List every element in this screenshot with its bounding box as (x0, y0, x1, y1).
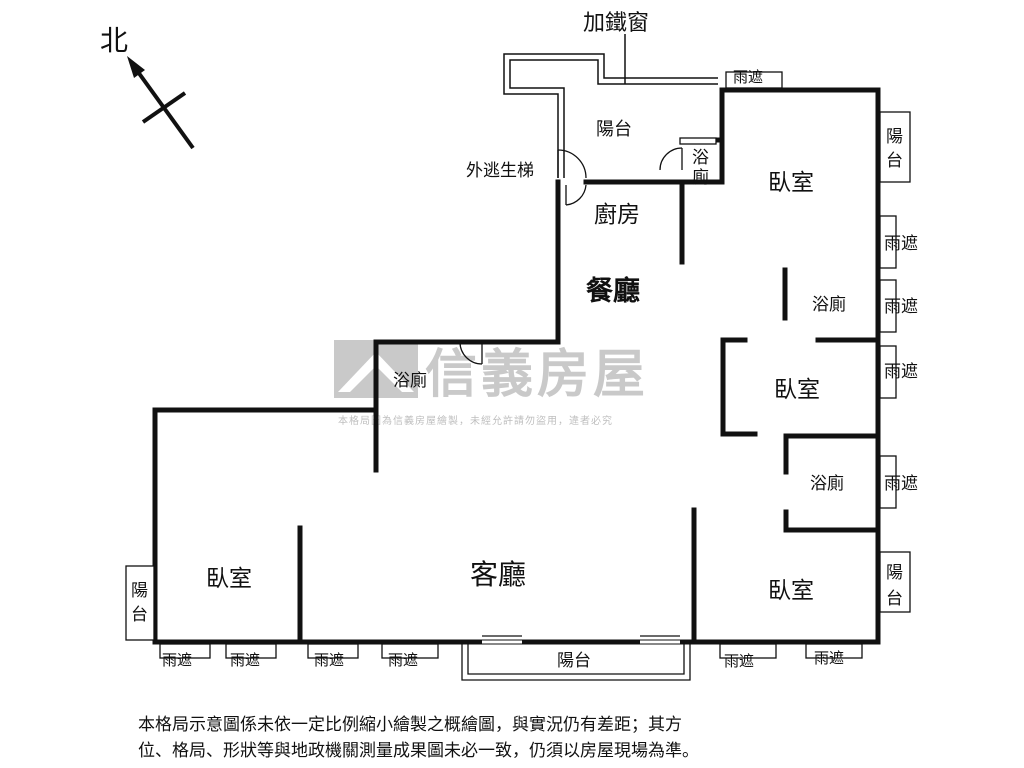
compass-arrow-icon (127, 56, 145, 78)
balcony-side-label-2: 台 (886, 589, 903, 609)
disclaimer: 本格局示意圖係未依一定比例縮小繪製之概繪圖，與實況仍有差距；其方 位、格局、形狀… (138, 712, 898, 764)
bath-se-label: 浴廁 (810, 473, 844, 494)
bedroom-se-label: 臥室 (768, 578, 814, 604)
compass-north-label: 北 (100, 24, 128, 57)
awnings (159, 71, 897, 659)
dining-label: 餐廳 (586, 275, 640, 307)
walls (152, 87, 881, 645)
balcony-side-label-1: 陽 (886, 127, 903, 147)
awning-label: 雨遮 (724, 652, 754, 670)
bedroom-sw-label: 臥室 (206, 566, 252, 592)
doors (459, 137, 717, 365)
iron-window-annotation: 加鐵窗 (583, 11, 649, 84)
awning-label: 雨遮 (884, 362, 918, 382)
kitchen-label: 廚房 (594, 202, 640, 228)
center-bath-door-icon (459, 341, 483, 365)
bedroom-ne-label: 臥室 (768, 170, 814, 196)
awning-label: 雨遮 (884, 474, 918, 494)
side-balconies (125, 111, 911, 641)
bath-kitchen-door-icon (659, 147, 683, 171)
living-label: 客廳 (470, 558, 526, 591)
disclaimer-line-2: 位、格局、形狀等與地政機關測量成果圖未必一致，仍須以房屋現場為準。 (138, 741, 699, 761)
watermark-notice: 本格局圖為信義房屋繪製，未經允許請勿盜用，違者必究 (338, 414, 613, 427)
awning-label: 雨遮 (230, 651, 260, 669)
balcony-south-label: 陽台 (557, 651, 591, 671)
fire-escape-label: 外逃生梯 (466, 161, 534, 181)
awning-label: 雨遮 (733, 68, 763, 86)
awning-label: 雨遮 (314, 651, 344, 669)
awning-label: 雨遮 (162, 651, 192, 669)
bath-kitchen-label-1: 浴 (692, 148, 709, 168)
south-balcony-outline (461, 635, 691, 681)
awning-label: 雨遮 (884, 297, 918, 317)
balcony-top-label: 陽台 (596, 119, 632, 140)
room-labels: 陽台 外逃生梯 廚房 餐廳 浴 廁 臥室 浴廁 臥室 浴廁 浴廁 臥室 臥室 客… (206, 119, 846, 671)
balcony-side-label-2: 台 (131, 605, 148, 625)
disclaimer-line-1: 本格局示意圖係未依一定比例縮小繪製之概繪圖，與實況仍有差距；其方 (138, 715, 682, 735)
awning-label: 雨遮 (388, 651, 418, 669)
awning-label: 雨遮 (814, 649, 844, 667)
kitchen-door-icon (565, 184, 587, 206)
watermark-brand: 信義房屋 (425, 345, 649, 405)
balcony-side-label-1: 陽 (886, 563, 903, 583)
watermark: 信義房屋 本格局圖為信義房屋繪製，未經允許請勿盜用，違者必究 (334, 340, 649, 427)
compass-cross (141, 91, 187, 124)
north-compass: 北 (100, 24, 195, 150)
balcony-side-label-1: 陽 (131, 581, 148, 601)
bath-center-label: 浴廁 (393, 370, 427, 391)
fixture-labels: 雨遮 雨遮 雨遮 雨遮 雨遮 雨遮 雨遮 雨遮 雨遮 雨遮 雨遮 陽 台 陽 台… (131, 68, 918, 670)
balcony-side-label-2: 台 (886, 151, 903, 171)
iron-window-label: 加鐵窗 (583, 11, 649, 36)
awning-label: 雨遮 (884, 234, 918, 254)
bath-east-label: 浴廁 (812, 294, 846, 315)
balcony-top-outline (503, 53, 718, 178)
bedroom-mid-label: 臥室 (774, 377, 820, 403)
fire-escape-door-icon (557, 149, 587, 179)
bath-kitchen-label-2: 廁 (692, 167, 709, 188)
